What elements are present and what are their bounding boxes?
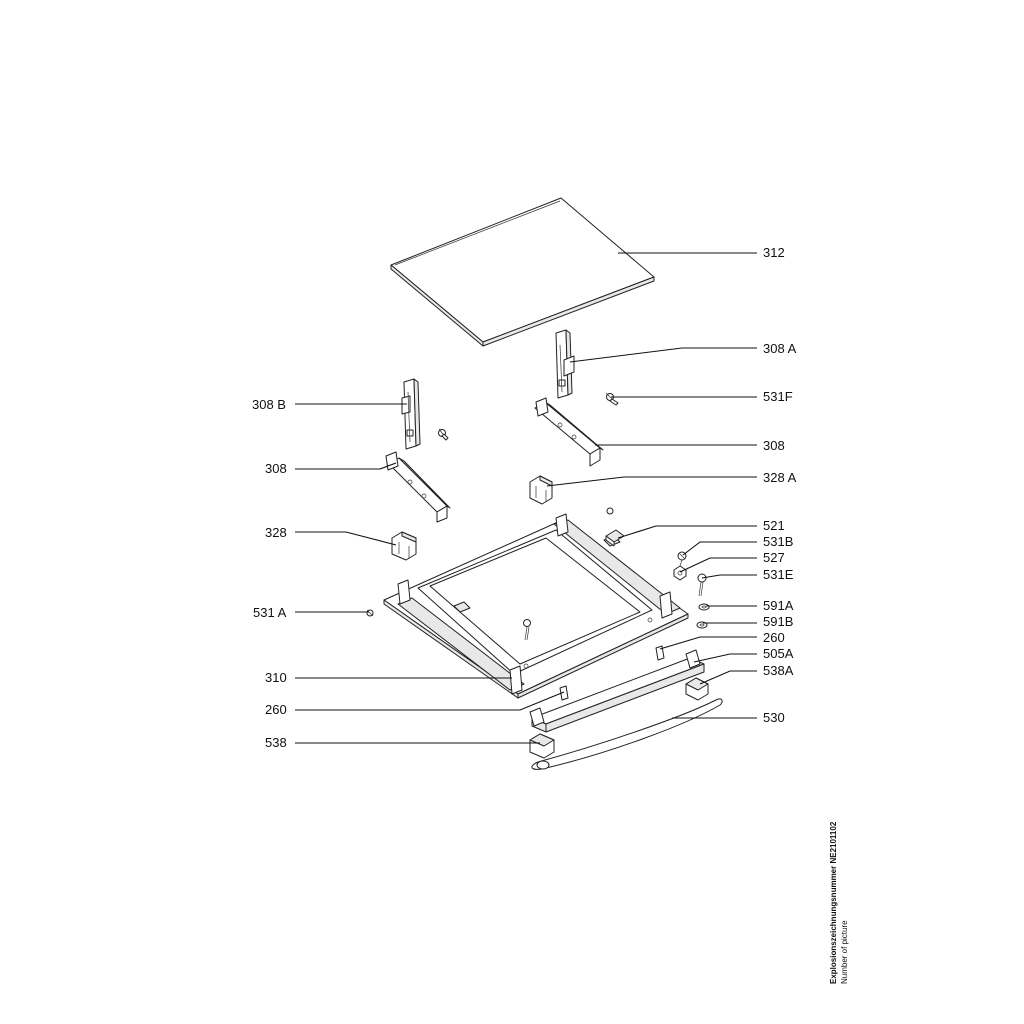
label-308a: 308 A (763, 341, 797, 356)
clip-328a (529, 475, 553, 505)
label-308b: 308 B (252, 397, 286, 412)
label-308-left: 308 (265, 461, 287, 476)
hinge-308a (555, 329, 575, 399)
label-538a: 538A (763, 663, 794, 678)
pin-260-left (559, 685, 569, 701)
hinge-308b (401, 378, 421, 450)
label-531e: 531E (763, 567, 794, 582)
small-part-top (606, 507, 614, 515)
label-531a: 531 A (253, 605, 287, 620)
drawing-number-caption: Explosionszeichnungsnummer NE2101102 Num… (828, 822, 850, 984)
screw-531a (366, 609, 374, 617)
label-312: 312 (763, 245, 785, 260)
hinge-bracket-308-left (385, 451, 451, 523)
pin-260-right (655, 645, 665, 661)
nut-527 (673, 565, 687, 581)
drawing-number: Explosionszeichnungsnummer NE2101102 (829, 821, 838, 984)
drawing-number-subtitle: Number of picture (840, 920, 849, 984)
label-260-right: 260 (763, 630, 785, 645)
label-505a: 505A (763, 646, 794, 661)
label-310: 310 (265, 670, 287, 685)
label-591a: 591A (763, 598, 794, 613)
end-cap-538a (685, 677, 709, 701)
label-521: 521 (763, 518, 785, 533)
label-328: 328 (265, 525, 287, 540)
door-frame-310 (383, 513, 689, 699)
washer-591a (698, 603, 710, 611)
leader-lines (295, 252, 757, 744)
screw-531e (697, 573, 707, 597)
handle-530 (531, 698, 723, 770)
label-531b: 531B (763, 534, 793, 549)
label-328a: 328 A (763, 470, 797, 485)
label-530: 530 (763, 710, 785, 725)
clip-328 (391, 531, 417, 561)
end-cap-538 (529, 733, 555, 759)
label-531f: 531F (763, 389, 793, 404)
label-591b: 591B (763, 614, 793, 629)
glass-panel-312 (390, 197, 655, 347)
label-308-right: 308 (763, 438, 785, 453)
screw-small-left (438, 428, 449, 441)
label-260-left: 260 (265, 702, 287, 717)
screw-door-center (523, 619, 531, 641)
label-527: 527 (763, 550, 785, 565)
hinge-bracket-308-right (534, 397, 604, 467)
label-538: 538 (265, 735, 287, 750)
part-labels: 312 308 A 531F 308 B 308 308 328 A 328 5… (252, 245, 797, 750)
handle-bar-505a (529, 649, 705, 733)
screw-531f (605, 392, 619, 406)
